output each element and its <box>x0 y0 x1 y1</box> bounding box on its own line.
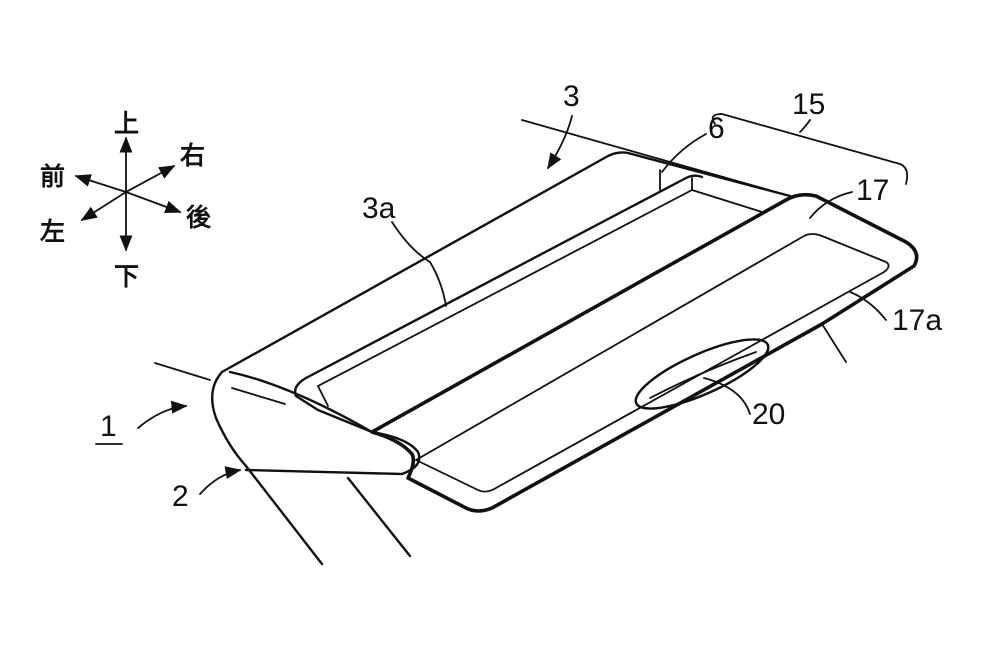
leader-6 <box>661 133 707 173</box>
right-arrow <box>125 165 176 193</box>
direction-indicator: 上 下 前 後 右 左 <box>40 109 212 291</box>
handle-inner-line <box>649 351 757 399</box>
recess-step-corner <box>317 385 329 407</box>
bracket-15 <box>711 113 909 185</box>
frame-front-corner <box>210 370 248 468</box>
dir-rear-label: 後 <box>186 203 212 232</box>
leader-17a <box>849 291 887 321</box>
dir-down-label: 下 <box>114 262 139 291</box>
dir-front-label: 前 <box>40 162 65 191</box>
label-17: 17 <box>856 174 889 207</box>
rear-arrow <box>125 191 182 214</box>
dir-up-label: 上 <box>114 109 139 138</box>
leader-2 <box>199 466 242 495</box>
left-arrow <box>80 191 127 221</box>
leader-20 <box>703 377 751 415</box>
recess-front-edge <box>294 394 374 434</box>
recess-top-edge <box>293 174 704 398</box>
support-right <box>346 476 412 558</box>
label-17a: 17a <box>892 304 942 337</box>
handle-opening <box>634 338 770 410</box>
dir-right-label: 右 <box>180 141 205 170</box>
front-reference-line <box>154 362 286 405</box>
label-3: 3 <box>563 80 580 113</box>
label-1: 1 <box>100 410 117 443</box>
support-rear <box>821 323 847 363</box>
front-arrow <box>74 174 127 193</box>
storage-assembly <box>154 119 919 566</box>
cover-front-lip <box>244 430 421 476</box>
bracket-15-peak <box>799 119 811 133</box>
label-6: 6 <box>708 112 725 145</box>
leader-lines <box>137 113 909 495</box>
label-20: 20 <box>752 398 785 431</box>
label-3a: 3a <box>362 192 396 225</box>
cover-bevel-line <box>415 233 890 493</box>
support-left <box>244 464 324 566</box>
boundary-3a-line <box>429 261 447 307</box>
leader-3 <box>547 115 573 170</box>
label-15: 15 <box>792 88 825 121</box>
leader-1 <box>137 400 188 429</box>
frame-top-edge <box>220 151 792 374</box>
dir-left-label: 左 <box>40 217 65 246</box>
label-2: 2 <box>172 480 189 513</box>
cover-outline <box>370 192 919 513</box>
leader-17 <box>809 191 853 219</box>
reference-labels: 3 3a 6 15 17 17a 20 1 2 <box>95 80 942 513</box>
leader-3a <box>391 221 431 263</box>
